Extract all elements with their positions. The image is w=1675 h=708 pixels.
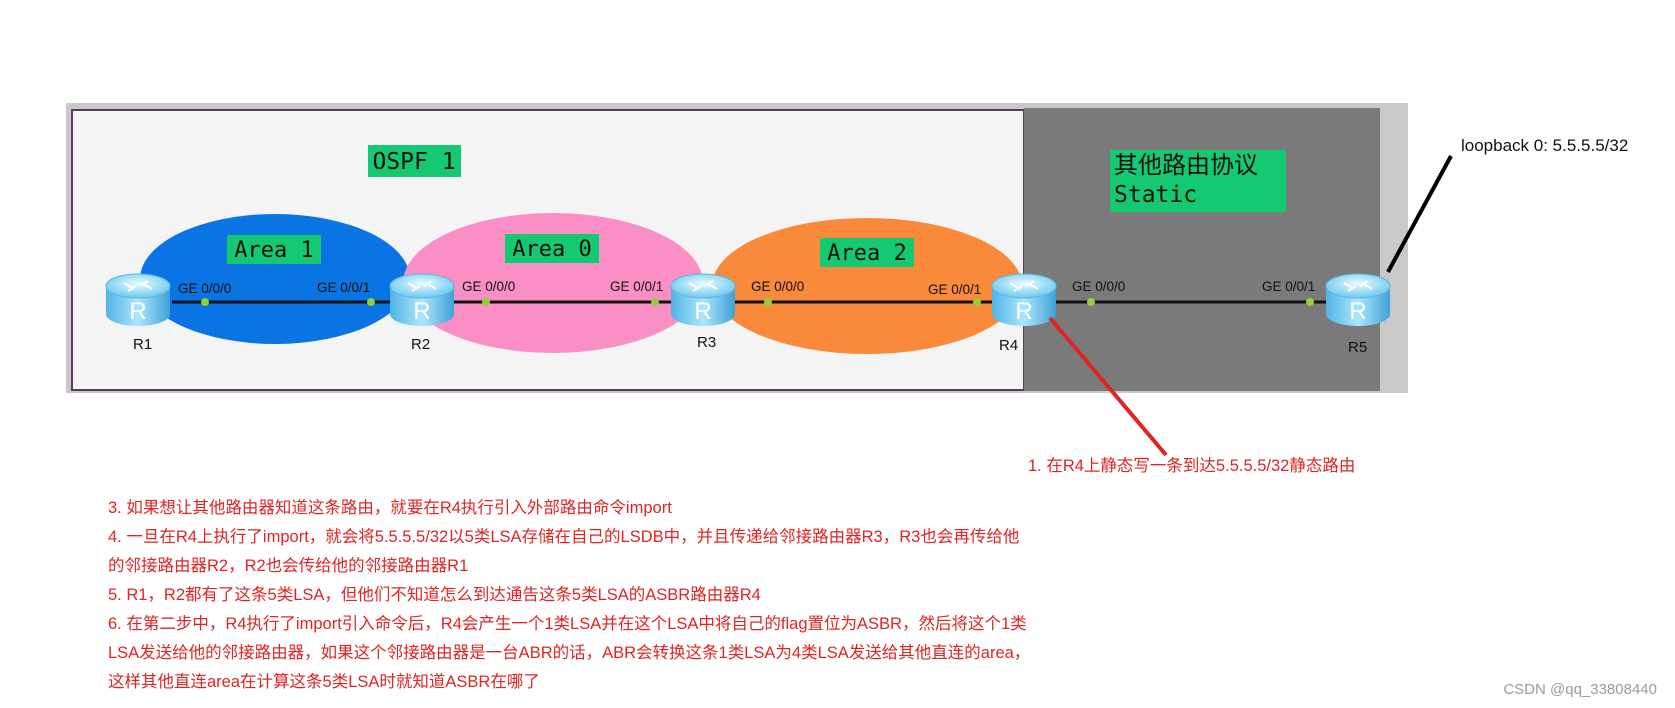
router-icon: R [105, 273, 171, 326]
ospf-label-box [368, 145, 461, 177]
port-dot [201, 298, 209, 306]
area-1-label: Area 1 [234, 238, 313, 263]
interface-label: GE 0/0/1 [1262, 279, 1315, 294]
router-r1[interactable]: R [105, 273, 171, 326]
static-route-callout: 1. 在R4上静态写一条到达5.5.5.5/32静态路由 [1028, 457, 1356, 475]
area-1-ellipse [140, 214, 410, 344]
note-line: LSA发送给他的邻接路由器，如果这个邻接路由器是一台ABR的话，ABR会转换这条… [108, 644, 1031, 662]
note-line: 的邻接路由器R2，R2也会传给他的邻接路由器R1 [108, 557, 469, 575]
router-letter: R [1015, 298, 1032, 325]
port-dot [973, 298, 981, 306]
loopback-pointer-line [1386, 155, 1453, 273]
note-line: 3. 如果想让其他路由器知道这条路由，就要在R4执行引入外部路由命令import [108, 499, 672, 517]
router-r4-name: R4 [999, 337, 1018, 354]
interface-label: GE 0/0/0 [1072, 279, 1125, 294]
other-protocol-line1: 其他路由协议 [1114, 152, 1258, 179]
port-dot [764, 298, 772, 306]
port-dot [1087, 298, 1095, 306]
router-r1-name: R1 [133, 336, 152, 353]
router-r3[interactable]: R [670, 273, 736, 326]
static-route-pointer-line [1048, 316, 1168, 457]
interface-label: GE 0/0/1 [610, 279, 663, 294]
router-letter: R [129, 298, 146, 325]
area-0-label: Area 0 [512, 237, 591, 262]
note-line: 5. R1，R2都有了这条5类LSA，但他们不知道怎么到达通告这条5类LSA的A… [108, 586, 761, 604]
router-r2[interactable]: R [389, 273, 455, 326]
ospf-label: OSPF 1 [372, 149, 455, 175]
area-2-ellipse [712, 218, 1022, 354]
router-letter: R [694, 298, 711, 325]
area-0-ellipse [403, 213, 703, 353]
interface-label: GE 0/0/0 [751, 279, 804, 294]
router-r3-name: R3 [697, 334, 716, 351]
note-line: 4. 一旦在R4上执行了import，就会将5.5.5.5/32以5类LSA存储… [108, 528, 1020, 546]
router-icon: R [389, 273, 455, 326]
area-0-label-box [505, 234, 599, 263]
router-icon: R [1325, 273, 1391, 326]
area-2-label-box [820, 238, 914, 267]
interface-label: GE 0/0/1 [317, 280, 370, 295]
router-letter: R [1349, 298, 1366, 325]
watermark: CSDN @qq_33808440 [1503, 681, 1657, 698]
router-r5-name: R5 [1348, 339, 1367, 356]
interface-label: GE 0/0/0 [462, 279, 515, 294]
other-protocol-label-box [1110, 150, 1286, 212]
router-icon: R [670, 273, 736, 326]
router-letter: R [413, 298, 430, 325]
explanation-notes: 3. 如果想让其他路由器知道这条路由，就要在R4执行引入外部路由命令import… [108, 494, 1108, 697]
note-line: 这样其他直连area在计算这条5类LSA时就知道ASBR在哪了 [108, 673, 540, 691]
router-icon: R [991, 273, 1057, 326]
interface-label: GE 0/0/1 [928, 282, 981, 297]
loopback-label: loopback 0: 5.5.5.5/32 [1461, 136, 1629, 155]
port-dot [367, 298, 375, 306]
router-r4[interactable]: R [991, 273, 1057, 326]
note-line: 6. 在第二步中，R4执行了import引入命令后，R4会产生一个1类LSA并在… [108, 615, 1027, 633]
port-dot [651, 298, 659, 306]
area-1-label-box [227, 235, 321, 264]
router-r2-name: R2 [411, 336, 430, 353]
other-protocol-line2: Static [1114, 182, 1197, 208]
interface-label: GE 0/0/0 [178, 281, 231, 296]
router-r5[interactable]: R [1325, 273, 1391, 326]
port-dot [1306, 298, 1314, 306]
port-dot [482, 298, 490, 306]
area-2-label: Area 2 [827, 241, 906, 266]
